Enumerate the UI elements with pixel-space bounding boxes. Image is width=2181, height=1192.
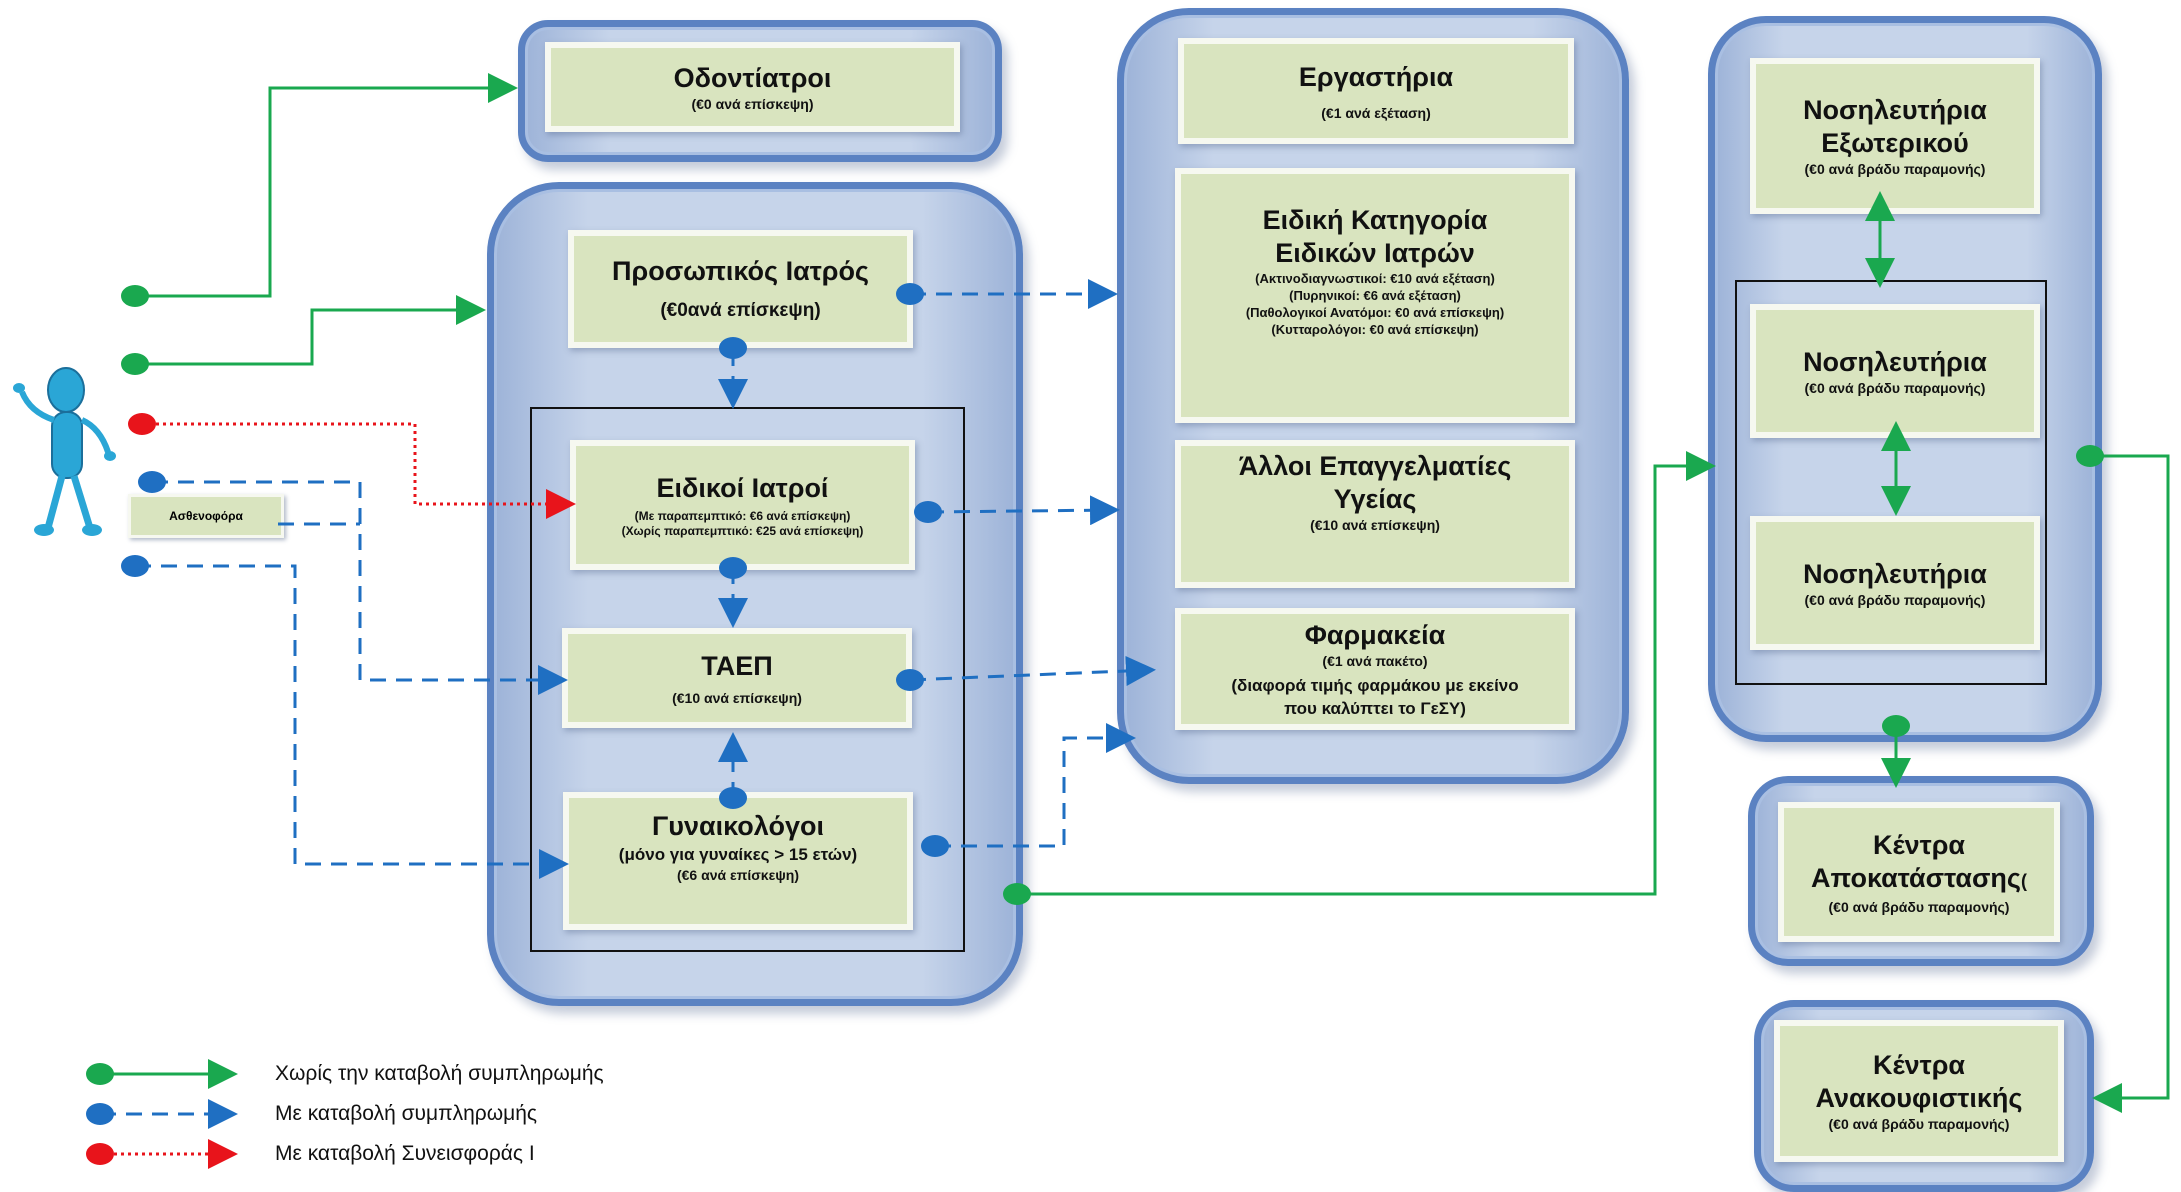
pharmacies-note-2: που καλύπτει το ΓεΣΥ) bbox=[1284, 698, 1466, 718]
personal-doctor-cost: (€0ανά επίσκεψη) bbox=[660, 300, 821, 321]
special-category-box[interactable]: Ειδική Κατηγορία Ειδικών Ιατρών (Ακτινοδ… bbox=[1175, 168, 1575, 423]
pharmacies-cost: (€1 ανά πακέτο) bbox=[1322, 652, 1428, 669]
labs-cost: (€1 ανά εξέταση) bbox=[1321, 104, 1431, 121]
hospital-abroad-box[interactable]: Νοσηλευτήρια Εξωτερικού (€0 ανά βράδυ πα… bbox=[1750, 58, 2040, 214]
hospital-abroad-title-2: Εξωτερικού bbox=[1821, 128, 1969, 158]
special-category-line-1: (Ακτινοδιαγνωστικοί: €10 ανά εξέταση) bbox=[1255, 271, 1495, 286]
green-dots bbox=[121, 285, 2104, 905]
red-dot bbox=[128, 413, 156, 435]
ambulance-label: Ασθενοφόρα bbox=[169, 509, 243, 523]
blue-dots bbox=[121, 283, 949, 857]
blue-connectors bbox=[135, 279, 1156, 879]
person-figure-icon bbox=[13, 367, 116, 536]
legend-contribution: Με καταβολή Συνεισφοράς Ι bbox=[275, 1142, 535, 1165]
hospital-1-title: Νοσηλευτήρια bbox=[1803, 346, 1987, 377]
special-category-line-4: (Κυτταρολόγοι: €0 ανά επίσκεψη) bbox=[1271, 322, 1479, 337]
taep-title: ΤΑΕΠ bbox=[701, 650, 773, 681]
green-connectors bbox=[135, 73, 2170, 1113]
hospital-2-box[interactable]: Νοσηλευτήρια (€0 ανά βράδυ παραμονής) bbox=[1750, 516, 2040, 650]
labs-title: Εργαστήρια bbox=[1298, 61, 1454, 92]
personal-doctor-box[interactable]: Προσωπικός Ιατρός (€0ανά επίσκεψη) bbox=[568, 230, 913, 348]
pharmacies-box[interactable]: Φαρμακεία (€1 ανά πακέτο) (διαφορά τιμής… bbox=[1175, 608, 1575, 730]
legend-symbols bbox=[86, 1059, 238, 1169]
rehab-title-2-line: Αποκατάστασης( bbox=[1811, 862, 2027, 898]
specialists-title: Ειδικοί Ιατροί bbox=[656, 472, 829, 503]
other-professionals-box[interactable]: Άλλοι Επαγγελματίες Υγείας (€10 ανά επίσ… bbox=[1175, 440, 1575, 588]
other-professionals-title-1: Άλλοι Επαγγελματίες bbox=[1238, 451, 1512, 481]
pharmacies-note-1: (διαφορά τιμής φαρμάκου με εκείνο bbox=[1231, 675, 1519, 695]
personal-doctor-title: Προσωπικός Ιατρός bbox=[612, 256, 869, 286]
legend-copayment: Με καταβολή συμπληρωμής bbox=[275, 1102, 538, 1125]
hospital-2-cost: (€0 ανά βράδυ παραμονής) bbox=[1804, 591, 1986, 608]
taep-box[interactable]: ΤΑΕΠ (€10 ανά επίσκεψη) bbox=[562, 628, 912, 728]
rehab-box[interactable]: Κέντρα Αποκατάστασης( (€0 ανά βράδυ παρα… bbox=[1778, 802, 2060, 942]
legend-no-charge: Χωρίς την καταβολή συμπληρωμής bbox=[275, 1062, 604, 1085]
rehab-title-2-suffix: ( bbox=[2020, 870, 2027, 891]
rehab-title-2: Αποκατάστασης bbox=[1811, 862, 2021, 893]
dentists-box[interactable]: Οδοντίατροι (€0 ανά επίσκεψη) bbox=[545, 42, 960, 132]
palliative-cost: (€0 ανά βράδυ παραμονής) bbox=[1828, 1116, 2010, 1132]
dentists-title: Οδοντίατροι bbox=[673, 62, 832, 93]
other-professionals-title-2: Υγείας bbox=[1333, 484, 1417, 514]
palliative-title-2: Ανακουφιστικής bbox=[1815, 1083, 2023, 1113]
hospital-2-title: Νοσηλευτήρια bbox=[1803, 558, 1987, 589]
special-category-line-3: (Παθολογικοί Ανατόμοι: €0 ανά επίσκεψη) bbox=[1245, 305, 1505, 320]
palliative-title-1: Κέντρα bbox=[1872, 1050, 1966, 1080]
dentists-cost: (€0 ανά επίσκεψη) bbox=[691, 95, 814, 112]
gynecologists-cost: (€6 ανά επίσκεψη) bbox=[676, 867, 800, 883]
special-category-title-1: Ειδική Κατηγορία bbox=[1262, 205, 1488, 235]
taep-cost: (€10 ανά επίσκεψη) bbox=[672, 689, 802, 706]
palliative-box[interactable]: Κέντρα Ανακουφιστικής (€0 ανά βράδυ παρα… bbox=[1774, 1020, 2064, 1162]
rehab-title-1: Κέντρα bbox=[1872, 829, 1966, 860]
pharmacies-title: Φαρμακεία bbox=[1304, 619, 1446, 650]
specialists-cost-no-referral: (Χωρίς παραπεμπτικό: €25 ανά επίσκεψη) bbox=[621, 523, 864, 538]
gynecologists-eligibility: (μόνο για γυναίκες > 15 ετών) bbox=[618, 845, 858, 864]
gynecologists-box[interactable]: Γυναικολόγοι (μόνο για γυναίκες > 15 ετώ… bbox=[563, 792, 913, 930]
hospital-abroad-title-1: Νοσηλευτήρια bbox=[1803, 95, 1987, 125]
hospital-abroad-cost: (€0 ανά βράδυ παραμονής) bbox=[1804, 161, 1986, 177]
special-category-line-2: (Πυρηνικοί: €6 ανά εξέταση) bbox=[1289, 288, 1461, 303]
hospital-1-cost: (€0 ανά βράδυ παραμονής) bbox=[1804, 379, 1986, 396]
ambulance-box[interactable]: Ασθενοφόρα bbox=[128, 494, 284, 538]
red-connector bbox=[142, 422, 576, 519]
specialists-cost-referral: (Με παραπεμπτικό: €6 ανά επίσκεψη) bbox=[634, 508, 851, 523]
other-professionals-cost: (€10 ανά επίσκεψη) bbox=[1310, 517, 1440, 533]
special-category-title-2: Ειδικών Ιατρών bbox=[1275, 238, 1475, 268]
gynecologists-title: Γυναικολόγοι bbox=[652, 811, 824, 841]
labs-box[interactable]: Εργαστήρια (€1 ανά εξέταση) bbox=[1178, 38, 1574, 144]
rehab-cost: (€0 ανά βράδυ παραμονής) bbox=[1828, 898, 2010, 915]
